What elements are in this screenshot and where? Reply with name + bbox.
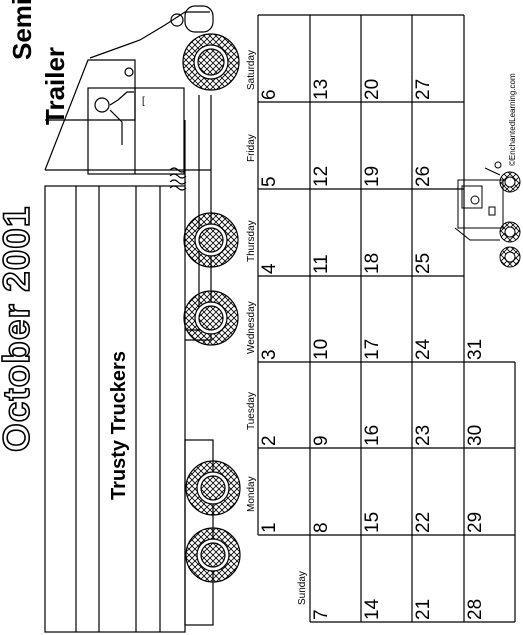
day-number: 10	[311, 338, 332, 360]
credit-text: ©EnchantedLearning.com	[508, 73, 517, 166]
day-name-monday: Monday	[246, 476, 257, 512]
day-number: 7	[311, 609, 332, 620]
day-name-wednesday: Wednesday	[246, 301, 257, 354]
day-number: 17	[362, 338, 383, 360]
day-number: 4	[259, 263, 280, 274]
day-number: 14	[362, 598, 383, 620]
day-number: 11	[311, 254, 332, 274]
truck-company-label: Trusty Truckers	[108, 351, 130, 500]
day-number: 12	[311, 165, 332, 187]
day-number: 30	[465, 424, 486, 446]
day-number: 23	[413, 424, 434, 446]
day-number: 18	[362, 252, 383, 274]
day-name-tuesday: Tuesday	[246, 392, 257, 430]
day-number: 2	[259, 435, 280, 446]
day-name-sunday: Sunday	[297, 571, 308, 605]
day-number: 28	[465, 598, 486, 620]
day-number: 22	[413, 511, 434, 533]
day-number: 26	[413, 165, 434, 187]
day-number: 20	[362, 78, 383, 100]
day-number: 25	[413, 252, 434, 274]
day-number: 31	[465, 338, 486, 360]
subtitle-line2: Trailer	[40, 46, 70, 125]
day-number: 1	[259, 522, 280, 533]
day-number: 21	[413, 598, 434, 620]
subtitle-line1: Semi and	[7, 0, 37, 60]
day-name-saturday: Saturday	[246, 49, 257, 90]
calendar-title: October 2001	[0, 205, 38, 453]
day-number: 27	[413, 78, 434, 100]
day-number: 29	[465, 511, 486, 533]
day-number: 19	[362, 165, 383, 187]
day-number: 3	[259, 349, 280, 360]
day-number: 5	[259, 176, 280, 187]
day-number: 9	[311, 435, 332, 446]
svg-text:[: [	[142, 96, 145, 107]
day-number: 24	[413, 338, 434, 360]
day-name-friday: Friday	[246, 134, 257, 162]
day-number: 13	[311, 78, 332, 100]
day-number: 16	[362, 424, 383, 446]
day-name-thursday: Thursday	[246, 220, 257, 262]
day-number: 8	[311, 522, 332, 533]
day-number: 6	[259, 89, 280, 100]
day-number: 15	[362, 511, 383, 533]
